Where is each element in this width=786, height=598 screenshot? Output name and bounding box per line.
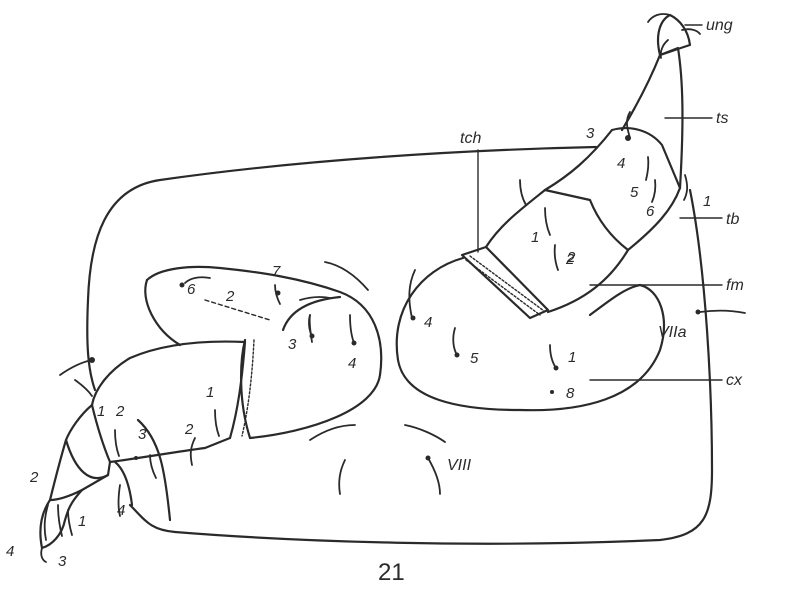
seta-number: 4 [348, 355, 356, 372]
seta-r-6 [555, 245, 558, 270]
seta-socket [89, 357, 95, 363]
seta-socket [554, 366, 559, 371]
label-cx: cx [726, 372, 743, 389]
label-tch: tch [460, 130, 481, 147]
tibia-left [92, 342, 245, 462]
seta-number: 4 [117, 502, 125, 519]
seta-socket [625, 135, 631, 141]
seta-socket [276, 291, 281, 296]
label-ung: ung [706, 17, 733, 34]
seta-socket [310, 334, 315, 339]
stipple-line [205, 300, 270, 320]
seta-socket [426, 456, 431, 461]
seta-number: 8 [566, 385, 575, 402]
seta-r-8 [453, 328, 457, 355]
seta-l-17 [310, 425, 355, 440]
seta-number: 4 [617, 155, 625, 172]
seta-number: 1 [78, 513, 86, 530]
seta-number: 1 [531, 229, 539, 246]
seta-number: 6 [187, 281, 196, 298]
seta-number: 2 [29, 469, 39, 486]
seta-number: 4 [6, 543, 14, 560]
seta-socket [696, 310, 701, 315]
label-VIII: VIII [447, 457, 472, 474]
inner-curve-left [283, 297, 340, 330]
seta-l-8 [191, 438, 195, 465]
tarsus-left-seg2 [50, 440, 108, 500]
seta-l-13 [68, 510, 72, 535]
seta-number: 6 [646, 203, 655, 220]
seta-number: 3 [288, 336, 297, 353]
seta-number: 3 [138, 426, 147, 443]
seta-socket [180, 283, 185, 288]
seta-number: 2 [115, 403, 125, 420]
seta-number: 3 [586, 125, 595, 142]
label-VIIa: VIIa [658, 324, 687, 341]
seta-socket [352, 341, 357, 346]
seta-l-9 [115, 430, 119, 456]
seta-r-5 [545, 208, 550, 235]
seta-number: 4 [424, 314, 432, 331]
femur-left-curl [145, 280, 180, 345]
trochanter-left [230, 342, 245, 438]
seta-l-5 [350, 315, 354, 343]
seta-number: 1 [568, 349, 576, 366]
seta-l-10 [75, 380, 92, 396]
seta-l-12 [58, 505, 62, 536]
label-tb: tb [726, 211, 739, 228]
femur-left [147, 267, 381, 438]
label-ts: ts [716, 110, 728, 127]
tibia-right [545, 128, 680, 250]
seta-r-9 [550, 345, 556, 368]
body-outline-bottom [130, 190, 712, 544]
seta-l-20 [428, 458, 440, 494]
seta-socket [455, 353, 460, 358]
seta-r-2 [646, 157, 648, 180]
figure-number: 21 [378, 559, 405, 586]
seta-number: 5 [630, 184, 639, 201]
seta-number: 2 [566, 249, 576, 266]
coxa-right [397, 258, 664, 410]
seta-number: 1 [703, 193, 711, 210]
label-fm: fm [726, 277, 744, 294]
seta-socket [411, 316, 416, 321]
seta-r-3 [652, 180, 655, 202]
seta-l-7 [215, 410, 219, 436]
femur-right [486, 190, 628, 312]
seta-number: 5 [470, 350, 479, 367]
seta-number: 1 [97, 403, 105, 420]
seta-number: 2 [225, 288, 235, 305]
seta-l-6 [325, 262, 368, 290]
seta-r-4 [684, 175, 687, 200]
seta-number: 2 [184, 421, 194, 438]
seta-r-10 [520, 180, 526, 205]
seta-number: 7 [272, 263, 281, 280]
seta-socket [134, 456, 138, 460]
seta-l-16 [150, 455, 156, 478]
seta-number: 1 [206, 384, 214, 401]
claw-left-hook [41, 548, 46, 562]
seta-number: 3 [58, 553, 67, 570]
seta-l-18 [405, 425, 445, 442]
seta-socket [550, 390, 554, 394]
seta-l-19 [339, 460, 345, 494]
seta-l-15 [60, 360, 92, 375]
